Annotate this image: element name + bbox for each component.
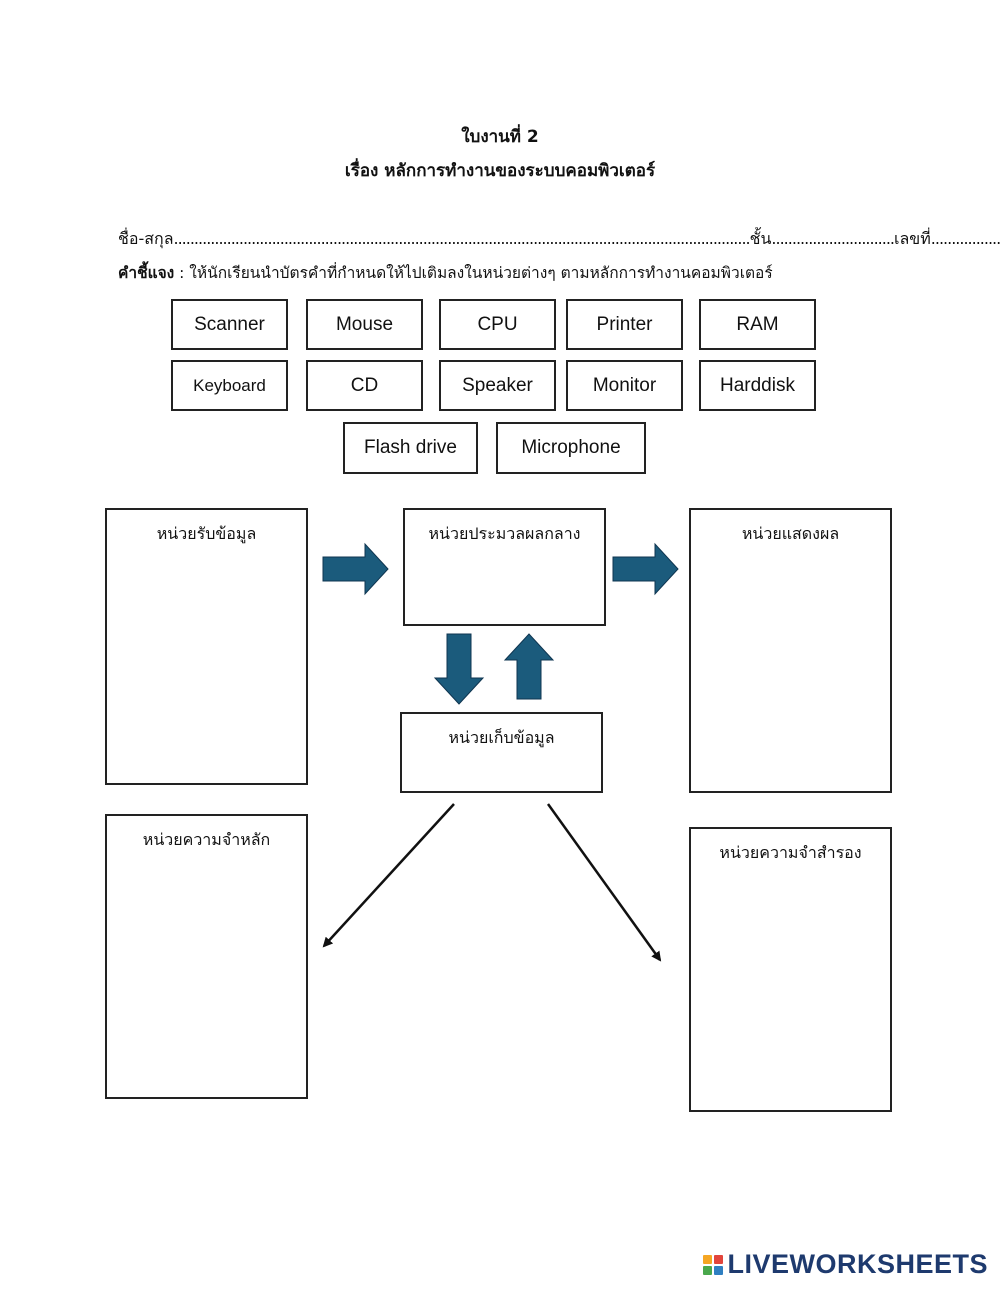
cpu-unit-dropzone[interactable] (411, 554, 598, 618)
input-unit-dropzone[interactable] (113, 554, 300, 777)
card-scanner[interactable]: Scanner (171, 299, 288, 350)
arrow-cpu-to-storage (433, 633, 485, 705)
card-mouse[interactable]: Mouse (306, 299, 423, 350)
card-monitor[interactable]: Monitor (566, 360, 683, 411)
worksheet-subtitle: เรื่อง หลักการทำงานของระบบคอมพิวเตอร์ (344, 161, 656, 181)
instruction: คำชี้แจง : ให้นักเรียนนำบัตรคำที่กำหนดให… (118, 260, 773, 285)
output-unit-box: หน่วยแสดงผล (689, 508, 892, 793)
input-unit-label: หน่วยรับข้อมูล (156, 524, 257, 543)
arrow-storage-to-secondary (546, 803, 662, 962)
logo-mark-icon (703, 1254, 724, 1275)
cpu-unit-box: หน่วยประมวลผลกลาง (403, 508, 606, 626)
card-keyboard[interactable]: Keyboard (171, 360, 288, 411)
number-field[interactable]: .......................... (930, 229, 1000, 248)
secondary-memory-dropzone[interactable] (697, 873, 884, 1104)
card-cpu[interactable]: CPU (439, 299, 556, 350)
card-ram[interactable]: RAM (699, 299, 816, 350)
class-field[interactable]: .............................. (771, 229, 895, 248)
output-unit-dropzone[interactable] (697, 554, 884, 785)
name-label: ชื่อ-สกุล (118, 229, 174, 248)
primary-memory-box: หน่วยความจำหลัก (105, 814, 308, 1099)
output-unit-label: หน่วยแสดงผล (741, 524, 840, 543)
logo-text: LIVEWORKSHEETS (727, 1249, 988, 1279)
instruction-label: คำชี้แจง (118, 264, 175, 282)
cpu-unit-label: หน่วยประมวลผลกลาง (428, 524, 581, 543)
logo-tile (714, 1265, 724, 1275)
logo-tile (714, 1254, 724, 1264)
name-line: ชื่อ-สกุล...............................… (118, 227, 1000, 252)
card-microphone[interactable]: Microphone (496, 422, 646, 474)
logo-tile (703, 1265, 713, 1275)
arrow-storage-to-cpu (503, 633, 555, 700)
secondary-memory-box: หน่วยความจำสำรอง (689, 827, 892, 1112)
card-cd[interactable]: CD (306, 360, 423, 411)
instruction-text: : ให้นักเรียนนำบัตรคำที่กำหนดให้ไปเติมลง… (174, 264, 773, 282)
card-speaker[interactable]: Speaker (439, 360, 556, 411)
card-flash-drive[interactable]: Flash drive (343, 422, 478, 474)
arrow-storage-to-primary (322, 803, 455, 948)
storage-unit-label: หน่วยเก็บข้อมูล (448, 728, 555, 747)
card-printer[interactable]: Printer (566, 299, 683, 350)
number-label: เลขที่ (894, 229, 931, 248)
liveworksheets-logo: LIVEWORKSHEETS (703, 1249, 988, 1280)
class-label: ชั้น (749, 229, 772, 248)
logo-tile (703, 1254, 713, 1264)
input-unit-box: หน่วยรับข้อมูล (105, 508, 308, 785)
primary-memory-label: หน่วยความจำหลัก (142, 830, 271, 849)
name-field[interactable]: ........................................… (173, 229, 751, 248)
storage-unit-box: หน่วยเก็บข้อมูล (400, 712, 603, 793)
arrow-input-to-cpu (322, 542, 389, 596)
worksheet-title: ใบงานที่ 2 (461, 127, 539, 147)
card-harddisk[interactable]: Harddisk (699, 360, 816, 411)
storage-unit-dropzone[interactable] (408, 758, 595, 785)
arrow-cpu-to-output (612, 542, 679, 596)
primary-memory-dropzone[interactable] (113, 860, 300, 1091)
secondary-memory-label: หน่วยความจำสำรอง (719, 843, 862, 862)
